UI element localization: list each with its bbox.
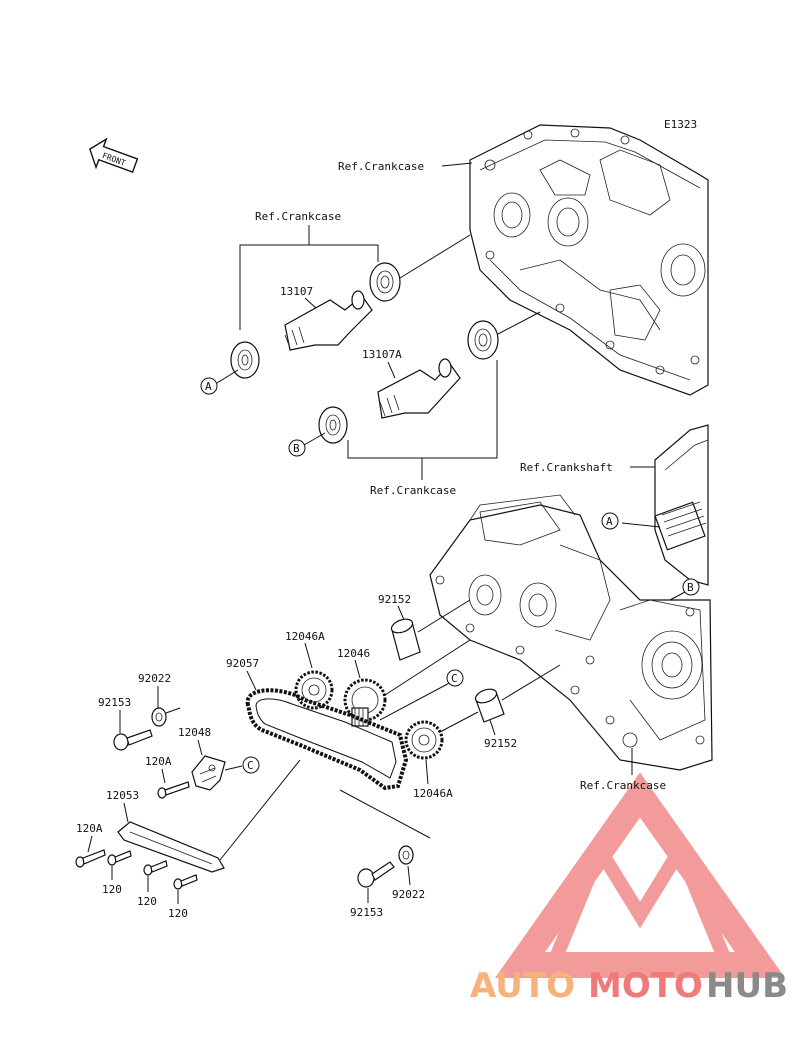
ref-crankcase-mid: Ref.Crankcase: [370, 484, 456, 497]
bearing-upper-right: [369, 262, 401, 302]
part-120-b-label: 120: [137, 895, 157, 908]
part-12048-label: 12048: [178, 726, 211, 739]
callout-C1: C: [451, 672, 458, 685]
sprocket-12046A-bottom: [404, 720, 444, 760]
bolt-120A-bottom: [75, 849, 106, 868]
part-92153-bottom-label: 92153: [350, 906, 383, 919]
part-92022-bottom-label: 92022: [392, 888, 425, 901]
ref-crankcase-left: Ref.Crankcase: [255, 210, 341, 223]
ref-crankcase-top: Ref.Crankcase: [338, 160, 424, 173]
bolt-120A-top: [157, 781, 190, 799]
part-12046A-top-label: 12046A: [285, 630, 325, 643]
part-13107A-label: 13107A: [362, 348, 402, 361]
bearing-mid-right: [467, 320, 499, 360]
watermark-hub: HUB: [706, 966, 788, 1006]
collar-92152-top: [390, 618, 421, 661]
callout-B2: B: [687, 581, 694, 594]
ref-crankcase-bottom: Ref.Crankcase: [580, 779, 666, 792]
callout-A2: A: [606, 515, 613, 528]
callout-B1: B: [293, 442, 300, 455]
part-13107-label: 13107: [280, 285, 313, 298]
front-arrow-icon: FRONT: [89, 137, 139, 173]
part-12046A-bottom-label: 12046A: [413, 787, 453, 800]
bolt-92153-bottom: [357, 861, 395, 888]
washer-92022-bottom: [398, 845, 414, 865]
part-92057-label: 92057: [226, 657, 259, 670]
upper-crankcase: [469, 124, 709, 396]
part-92022-top-label: 92022: [138, 672, 171, 685]
watermark-moto: MOTO: [588, 966, 703, 1006]
callout-A1: A: [205, 380, 212, 393]
part-12053-label: 12053: [106, 789, 139, 802]
ref-crankshaft: Ref.Crankshaft: [520, 461, 613, 474]
bearing-left-A: [230, 341, 260, 379]
lower-crankcase: [429, 494, 713, 771]
washer-92022-top: [151, 707, 167, 727]
watermark-logo: [494, 772, 786, 978]
part-120-a-label: 120: [102, 883, 122, 896]
watermark-text: AUTO MOTO HUB: [470, 966, 788, 1006]
crankshaft: [654, 424, 709, 586]
part-92152-top-label: 92152: [378, 593, 411, 606]
part-120-c-label: 120: [168, 907, 188, 920]
cam-chain-92057: [245, 688, 409, 791]
collar-92152-bottom: [474, 688, 505, 723]
bearing-left-B: [318, 406, 348, 444]
chain-guide-12053: [117, 821, 225, 873]
part-12046-label: 12046: [337, 647, 370, 660]
chain-tensioner-12048: [191, 755, 226, 791]
part-120A-bottom-label: 120A: [76, 822, 103, 835]
shaft-13107A: [377, 358, 461, 419]
watermark-auto: AUTO: [470, 966, 575, 1006]
part-92153-top-label: 92153: [98, 696, 131, 709]
part-120A-top-label: 120A: [145, 755, 172, 768]
shaft-13107: [284, 290, 373, 351]
sprocket-12046: [343, 678, 387, 727]
bolt-92153-top: [113, 729, 153, 751]
bolt-120-b: [143, 860, 168, 876]
bolt-120-a: [107, 850, 132, 866]
bolt-120-c: [173, 874, 198, 890]
callout-C2: C: [247, 759, 254, 772]
diagram-id: E1323: [664, 118, 697, 131]
part-92152-bottom-label: 92152: [484, 737, 517, 750]
